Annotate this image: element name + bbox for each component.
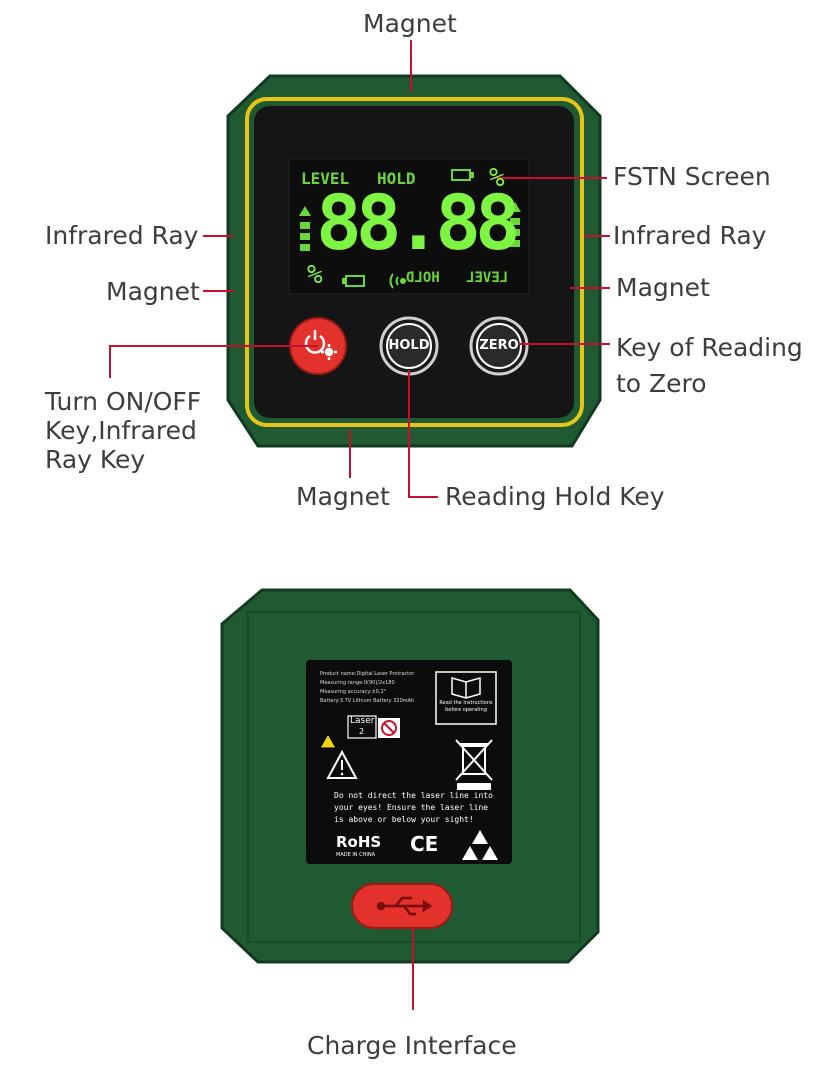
back-label-specs: Product name:Digital Laser Protractor Me… — [320, 670, 434, 706]
callout-infrared-ray-right: Infrared Ray — [613, 221, 767, 250]
lcd-hold-label: HOLD — [377, 169, 416, 188]
signal-icon — [389, 273, 406, 289]
lcd-percent-top: % — [489, 163, 505, 193]
warning-line-3: is above or below your sight! — [334, 815, 474, 824]
spec-measuring-accuracy: Measuring accuracy:±0.2° — [320, 689, 387, 695]
laser-label: Laser — [350, 716, 375, 726]
battery-icon — [342, 169, 474, 287]
warning-line-2: your eyes! Ensure the laser line — [334, 803, 489, 812]
callout-reading-hold-key: Reading Hold Key — [445, 482, 665, 511]
level-arrows — [299, 202, 521, 251]
usb-icon — [376, 896, 433, 916]
spec-measuring-range: Measuring range:0(90)/2x180 — [320, 680, 395, 686]
recycle-icon — [462, 830, 498, 860]
ce-mark: CE — [410, 832, 439, 856]
lcd-screen — [288, 158, 530, 295]
laser-warning-text: Do not direct the laser line into your e… — [334, 790, 510, 826]
lcd-level-label: LEVEL — [301, 169, 350, 188]
hold-button-label[interactable]: HOLD — [388, 338, 430, 353]
zero-button-label[interactable]: ZERO — [479, 338, 519, 353]
back-label — [306, 660, 512, 864]
lcd-hold-mirror: HOLD — [406, 270, 440, 286]
lcd-digits: 88.88 — [316, 178, 521, 267]
laser-warning-icon — [319, 732, 337, 749]
callout-charge-interface: Charge Interface — [307, 1031, 517, 1060]
power-laser-icon — [304, 330, 337, 360]
book-icon — [435, 671, 497, 725]
callout-infrared-ray-left: Infrared Ray — [45, 221, 199, 250]
read-instructions-text: Read the instructions before operating — [439, 700, 493, 713]
yellow-frame — [245, 97, 584, 427]
callout-key-reading-zero: Key of Reading to Zero — [616, 333, 803, 398]
callout-magnet-bottom: Magnet — [296, 482, 390, 511]
callout-magnet-right: Magnet — [616, 273, 710, 302]
made-in-china: MADE IN CHINA — [336, 852, 376, 858]
lcd-level-mirror: LEVEL — [466, 270, 509, 286]
callout-magnet-left: Magnet — [106, 277, 200, 306]
callout-fstn-screen: FSTN Screen — [613, 162, 771, 191]
weee-bin-icon — [455, 739, 493, 790]
laser-class: 2 — [359, 727, 365, 736]
spec-battery: Battery:3.7V Lithium Battery 320mAh — [320, 698, 415, 704]
callout-magnet-top: Magnet — [363, 9, 457, 38]
spec-product-name: Product name:Digital Laser Protractor — [320, 671, 415, 677]
warning-line-1: Do not direct the laser line into — [334, 791, 493, 800]
warning-icon — [326, 749, 358, 779]
rohs-mark: RoHS — [336, 833, 382, 851]
lcd-percent-bottom: % — [307, 260, 323, 290]
callout-turn-on-off: Turn ON/OFF Key,Infrared Ray Key — [45, 387, 202, 474]
